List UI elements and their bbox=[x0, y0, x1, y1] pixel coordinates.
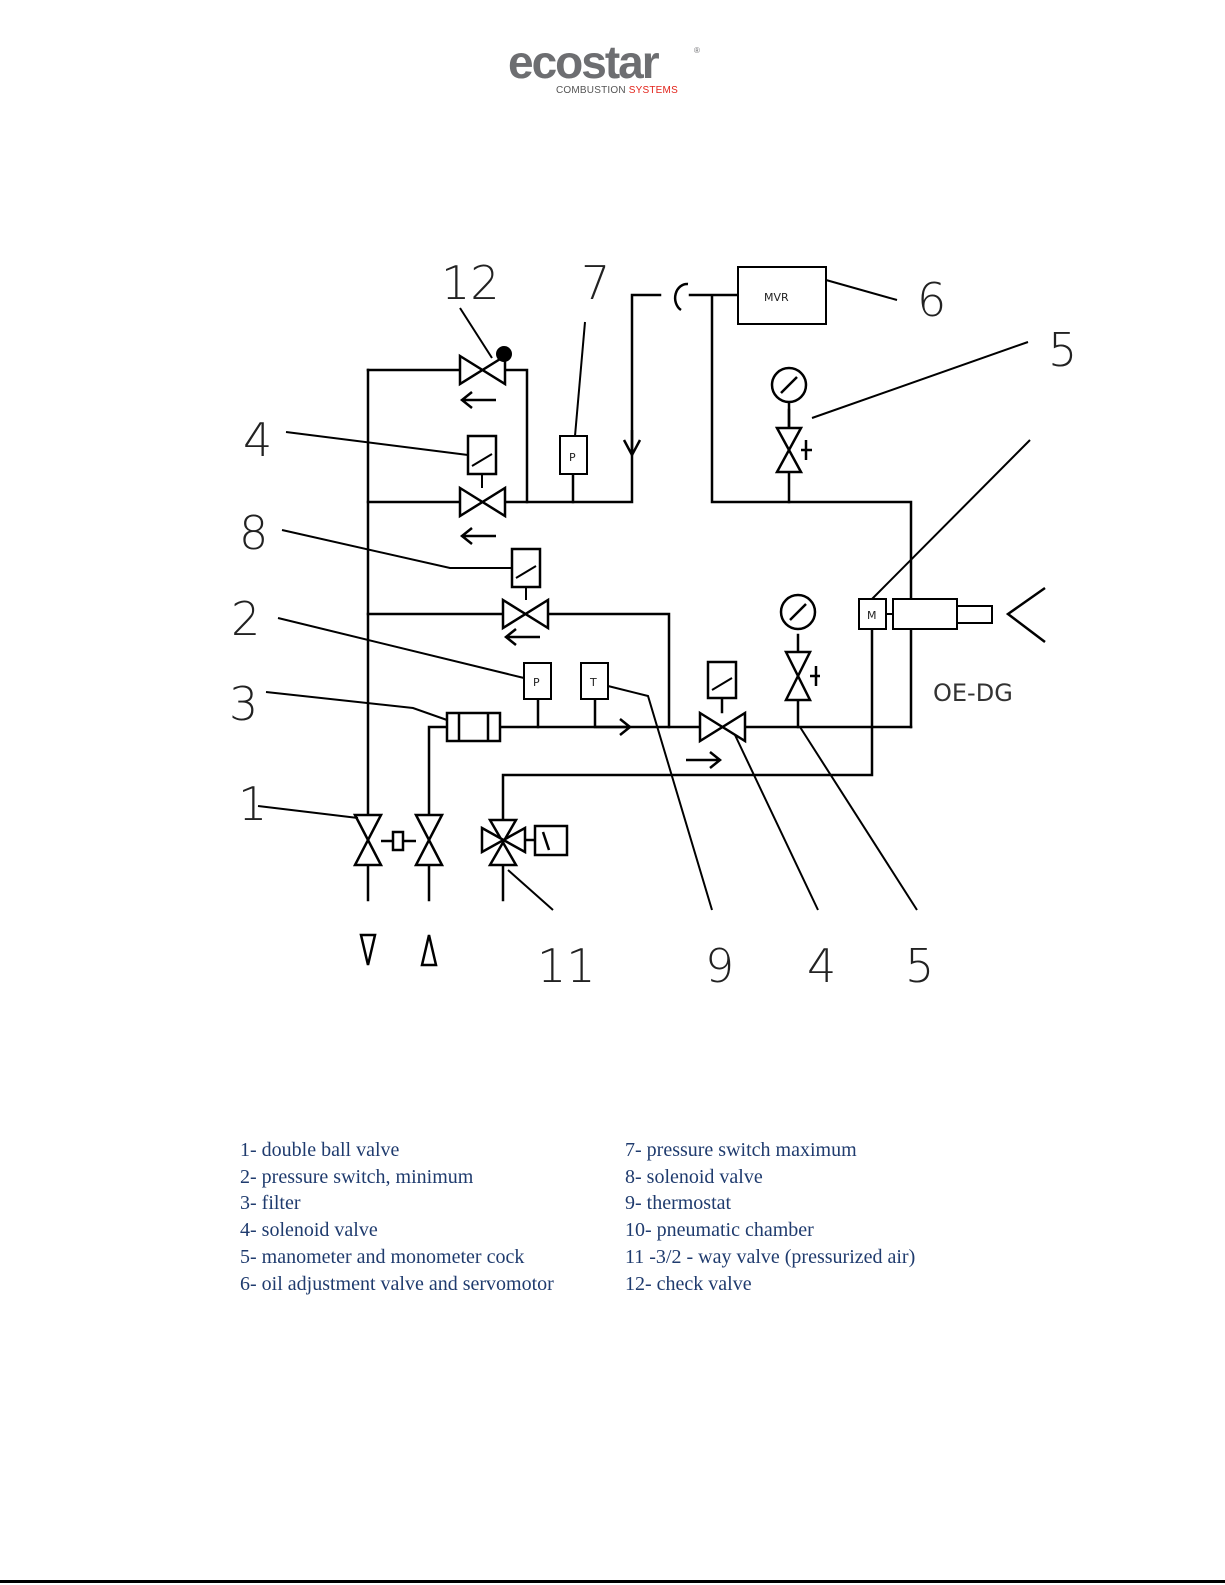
nozzle-stub bbox=[956, 605, 993, 624]
legend-item: 2- pressure switch, minimum bbox=[240, 1165, 474, 1188]
callout-6: 6 bbox=[917, 273, 946, 327]
pressure-switch-2-label: P bbox=[533, 676, 540, 689]
callout-4: 4 bbox=[243, 413, 272, 467]
coupler bbox=[391, 830, 405, 852]
solenoid-valve-4-upper bbox=[458, 485, 507, 519]
manometer-cock-upper bbox=[774, 426, 804, 474]
mvr-label: MVR bbox=[764, 291, 789, 304]
three-way-valve-11-h bbox=[480, 825, 527, 855]
callout-11: 11 bbox=[537, 939, 596, 993]
inlet-triangle bbox=[420, 934, 438, 967]
legend-item: 4- solenoid valve bbox=[240, 1219, 378, 1242]
legend-item: 9- thermostat bbox=[625, 1192, 732, 1215]
check-valve-12 bbox=[458, 353, 507, 387]
mvr-box bbox=[737, 266, 827, 325]
top-branch-pipe bbox=[366, 368, 529, 504]
gauge-lower bbox=[779, 593, 817, 631]
middle-branch-pipe bbox=[366, 612, 671, 729]
double-ball-valve-right bbox=[413, 813, 445, 867]
filter-3 bbox=[445, 711, 502, 743]
legend-item: 3- filter bbox=[240, 1192, 301, 1215]
thermostat-9 bbox=[580, 662, 609, 700]
manometer-cock-lower bbox=[783, 650, 813, 702]
callout-12: 12 bbox=[441, 256, 500, 310]
pneumatic-chamber bbox=[892, 598, 958, 630]
logo-wordmark: ecostar bbox=[508, 36, 660, 88]
legend-item: 11 -3/2 - way valve (pressurized air) bbox=[625, 1245, 916, 1268]
unit-label: OE-DG bbox=[933, 679, 1013, 707]
legend-item: 7- pressure switch maximum bbox=[625, 1139, 857, 1161]
pressure-switch-7 bbox=[559, 435, 588, 475]
legend-item: 5- manometer and monometer cock bbox=[240, 1245, 525, 1268]
callout-4-bottom: 4 bbox=[807, 939, 836, 993]
air-line-pipe bbox=[501, 627, 874, 822]
callout-2: 2 bbox=[231, 592, 260, 646]
logo-subtitle: COMBUSTION SYSTEMS bbox=[556, 85, 678, 96]
gauge-upper bbox=[770, 366, 808, 428]
three-way-valve-11-v bbox=[487, 818, 519, 867]
solenoid-valve-8 bbox=[501, 597, 550, 631]
double-ball-valve-left bbox=[352, 813, 384, 867]
callout-3: 3 bbox=[229, 677, 258, 731]
legend-right-column: 7- pressure switch maximum 8- solenoid v… bbox=[625, 1137, 915, 1297]
legend-item: 12- check valve bbox=[625, 1272, 752, 1295]
pressure-switch-7-label: P bbox=[569, 451, 576, 464]
solenoid-head-4-main bbox=[706, 660, 738, 700]
ecostar-logo: ecostar ® COMBUSTION SYSTEMS bbox=[508, 36, 708, 100]
valve-11-actuator bbox=[533, 824, 569, 857]
legend-item: 6- oil adjustment valve and servomotor bbox=[240, 1272, 554, 1295]
callout-9: 9 bbox=[705, 939, 734, 993]
page-bottom-rule bbox=[0, 1580, 1225, 1583]
legend-left-column: 1- double ball valve 2- pressure switch,… bbox=[240, 1137, 554, 1297]
motor-label: M bbox=[867, 609, 877, 622]
callout-7: 7 bbox=[581, 256, 610, 310]
callout-5-bottom: 5 bbox=[905, 939, 934, 993]
legend-item: 10- pneumatic chamber bbox=[625, 1219, 814, 1242]
outlet-triangle bbox=[359, 933, 377, 966]
motor-m-box bbox=[858, 598, 887, 630]
upper-branch-pipe bbox=[366, 293, 662, 504]
callout-8: 8 bbox=[239, 506, 268, 560]
check-valve-ball bbox=[496, 346, 512, 362]
solenoid-valve-4-main bbox=[698, 710, 747, 744]
pressure-switch-2 bbox=[523, 662, 552, 700]
legend-item: 8- solenoid valve bbox=[625, 1165, 763, 1188]
piping-schematic: P P T MVR M bbox=[229, 256, 1077, 993]
logo-registered-mark: ® bbox=[694, 46, 700, 55]
legend-item: 1- double ball valve bbox=[240, 1139, 400, 1161]
thermostat-label: T bbox=[589, 676, 597, 689]
solenoid-head-8 bbox=[510, 547, 542, 589]
callout-5-cropped: 5 bbox=[1048, 323, 1077, 377]
callout-1: 1 bbox=[238, 777, 267, 831]
